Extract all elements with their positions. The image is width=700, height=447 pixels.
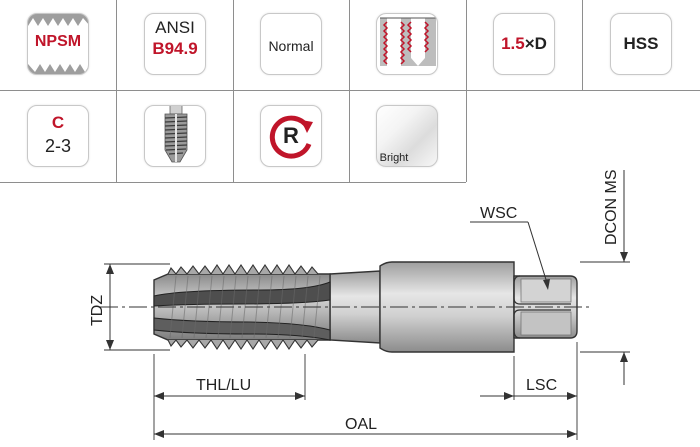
thread-profile-icon <box>28 18 88 72</box>
surface-finish-icon <box>376 105 438 167</box>
dcon-ms-dimension <box>580 170 630 385</box>
grid-divider <box>116 0 117 182</box>
oal-label: OAL <box>345 416 377 433</box>
tolerance-class-value: 2-3 <box>44 136 71 156</box>
thread-standard-icon <box>27 13 89 75</box>
grid-divider <box>582 0 583 90</box>
material-label: HSS <box>623 34 659 53</box>
wsc-leader <box>470 221 550 290</box>
norm-line1: ANSI <box>155 18 195 37</box>
tolerance-class-icon <box>27 105 89 167</box>
grid-divider <box>233 0 234 182</box>
tdz-dimension <box>104 263 170 351</box>
oal-dimension <box>154 430 577 438</box>
norm-line2: B94.9 <box>152 39 198 58</box>
flute-type-label: Normal <box>268 38 314 54</box>
surface-finish-label: Bright <box>379 152 409 164</box>
grid-divider <box>349 0 350 182</box>
thread-depth-suffix: ×D <box>524 34 547 53</box>
material-icon <box>610 13 672 75</box>
grid-divider <box>0 182 466 183</box>
flute-type-icon <box>260 13 322 75</box>
thread-depth-value: 1.5 <box>501 34 525 53</box>
tap-form-icon <box>144 105 206 167</box>
thread-depth-icon <box>493 13 555 75</box>
right-rotation-arrow-icon <box>269 115 313 159</box>
thl-lu-dimension <box>153 354 306 440</box>
blind-hole-thread-icon <box>376 13 438 75</box>
thl-lu-label: THL/LU <box>196 377 251 394</box>
thread-standard-label: NPSM <box>34 33 82 50</box>
wsc-label: WSC <box>480 205 517 222</box>
grid-divider <box>0 90 700 91</box>
grid-divider <box>466 0 467 182</box>
rotation-direction-icon <box>260 105 322 167</box>
lsc-dimension <box>480 342 578 440</box>
thread-depth-label: 1.5×D <box>489 34 559 54</box>
dcon-ms-label: DCON MS <box>603 169 620 245</box>
norm-icon <box>144 13 206 75</box>
attribute-grid: NPSM ANSI B94.9 Normal 1.5×D HSS C 2-3 <box>0 0 700 183</box>
tolerance-class-letter: C <box>51 113 65 132</box>
lsc-label: LSC <box>526 377 557 394</box>
rotation-direction-label: R <box>283 123 299 148</box>
tdz-label: TDZ <box>89 295 106 326</box>
